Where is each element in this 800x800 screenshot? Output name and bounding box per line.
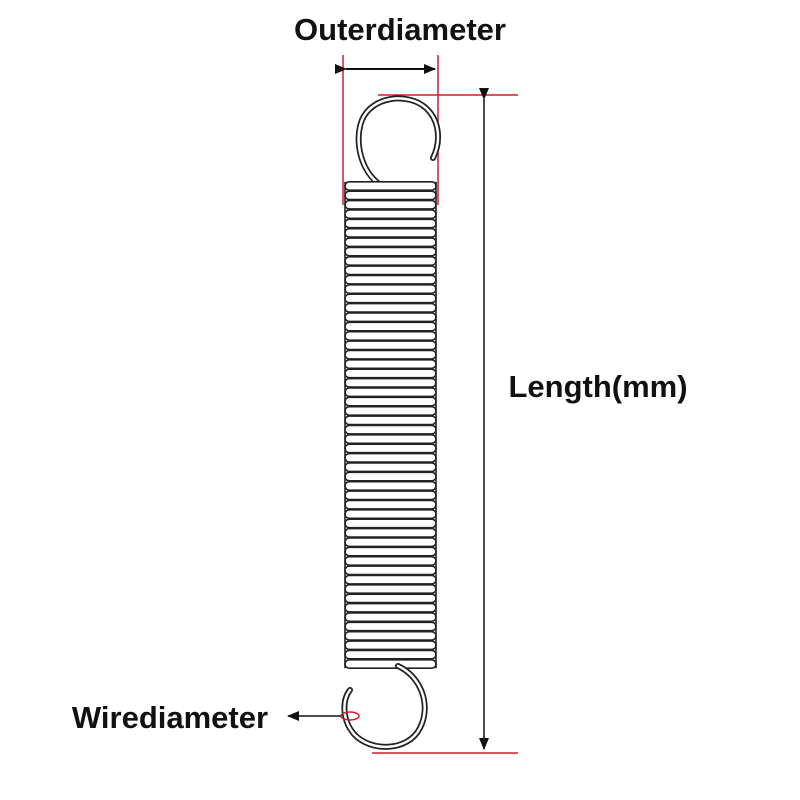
spring-coil [344, 246, 437, 257]
top-hook [355, 95, 441, 189]
spring-coil [344, 565, 437, 576]
spring-coil [344, 321, 437, 332]
spring-coil [344, 293, 437, 304]
spring-coil [344, 593, 437, 604]
spring-coil [344, 555, 437, 566]
spring-coil [344, 424, 437, 435]
spring-coil [344, 312, 437, 323]
spring-coil [344, 490, 437, 501]
spring-coil [344, 518, 437, 529]
spring-coil [344, 612, 437, 623]
bottom-hook-inner [343, 664, 426, 748]
spring-coil [344, 180, 437, 192]
spring-coil [344, 640, 437, 651]
spring-coil [344, 340, 437, 351]
spring-coil [344, 537, 437, 548]
spring-coil [344, 302, 437, 313]
spring-coil [344, 396, 437, 407]
spring-coil [344, 349, 437, 360]
spring-coil [344, 190, 437, 201]
spring-coil [344, 255, 437, 266]
spring-coil [344, 330, 437, 341]
top-hook-inner [357, 97, 440, 188]
spring-coil [344, 405, 437, 416]
spring-coil [344, 621, 437, 632]
outer-diameter-label: Outerdiameter [294, 12, 506, 47]
spring-coil [344, 480, 437, 491]
spring-coil [344, 509, 437, 520]
spring-coil [344, 658, 437, 670]
spring-coil [344, 209, 437, 220]
spring-coil [344, 584, 437, 595]
spring-coil [344, 377, 437, 388]
spring-coil [344, 471, 437, 482]
spring-coil [344, 218, 437, 229]
spring-coil [344, 284, 437, 295]
spring-coil [344, 368, 437, 379]
spring-coil [344, 387, 437, 398]
spring-coil [344, 227, 437, 238]
spring-coil [344, 546, 437, 557]
spring-coil [344, 499, 437, 510]
spring-coil [344, 527, 437, 538]
spring-coil [344, 359, 437, 370]
spring-coil [344, 574, 437, 585]
spring-coil [344, 274, 437, 285]
length-label: Length(mm) [508, 369, 687, 404]
spring-coil [344, 265, 437, 276]
spring-coil [344, 630, 437, 641]
wire-diameter-label: Wirediameter [72, 700, 268, 735]
spring-coil [344, 199, 437, 210]
spring-coil [344, 415, 437, 426]
spring-coil [344, 602, 437, 613]
spring-coil [344, 434, 437, 445]
spring-coils [344, 180, 437, 670]
spring-coil [344, 649, 437, 660]
spring-coil [344, 237, 437, 248]
spring-coil [344, 462, 437, 473]
spring-coil [344, 452, 437, 463]
spring-coil [344, 443, 437, 454]
